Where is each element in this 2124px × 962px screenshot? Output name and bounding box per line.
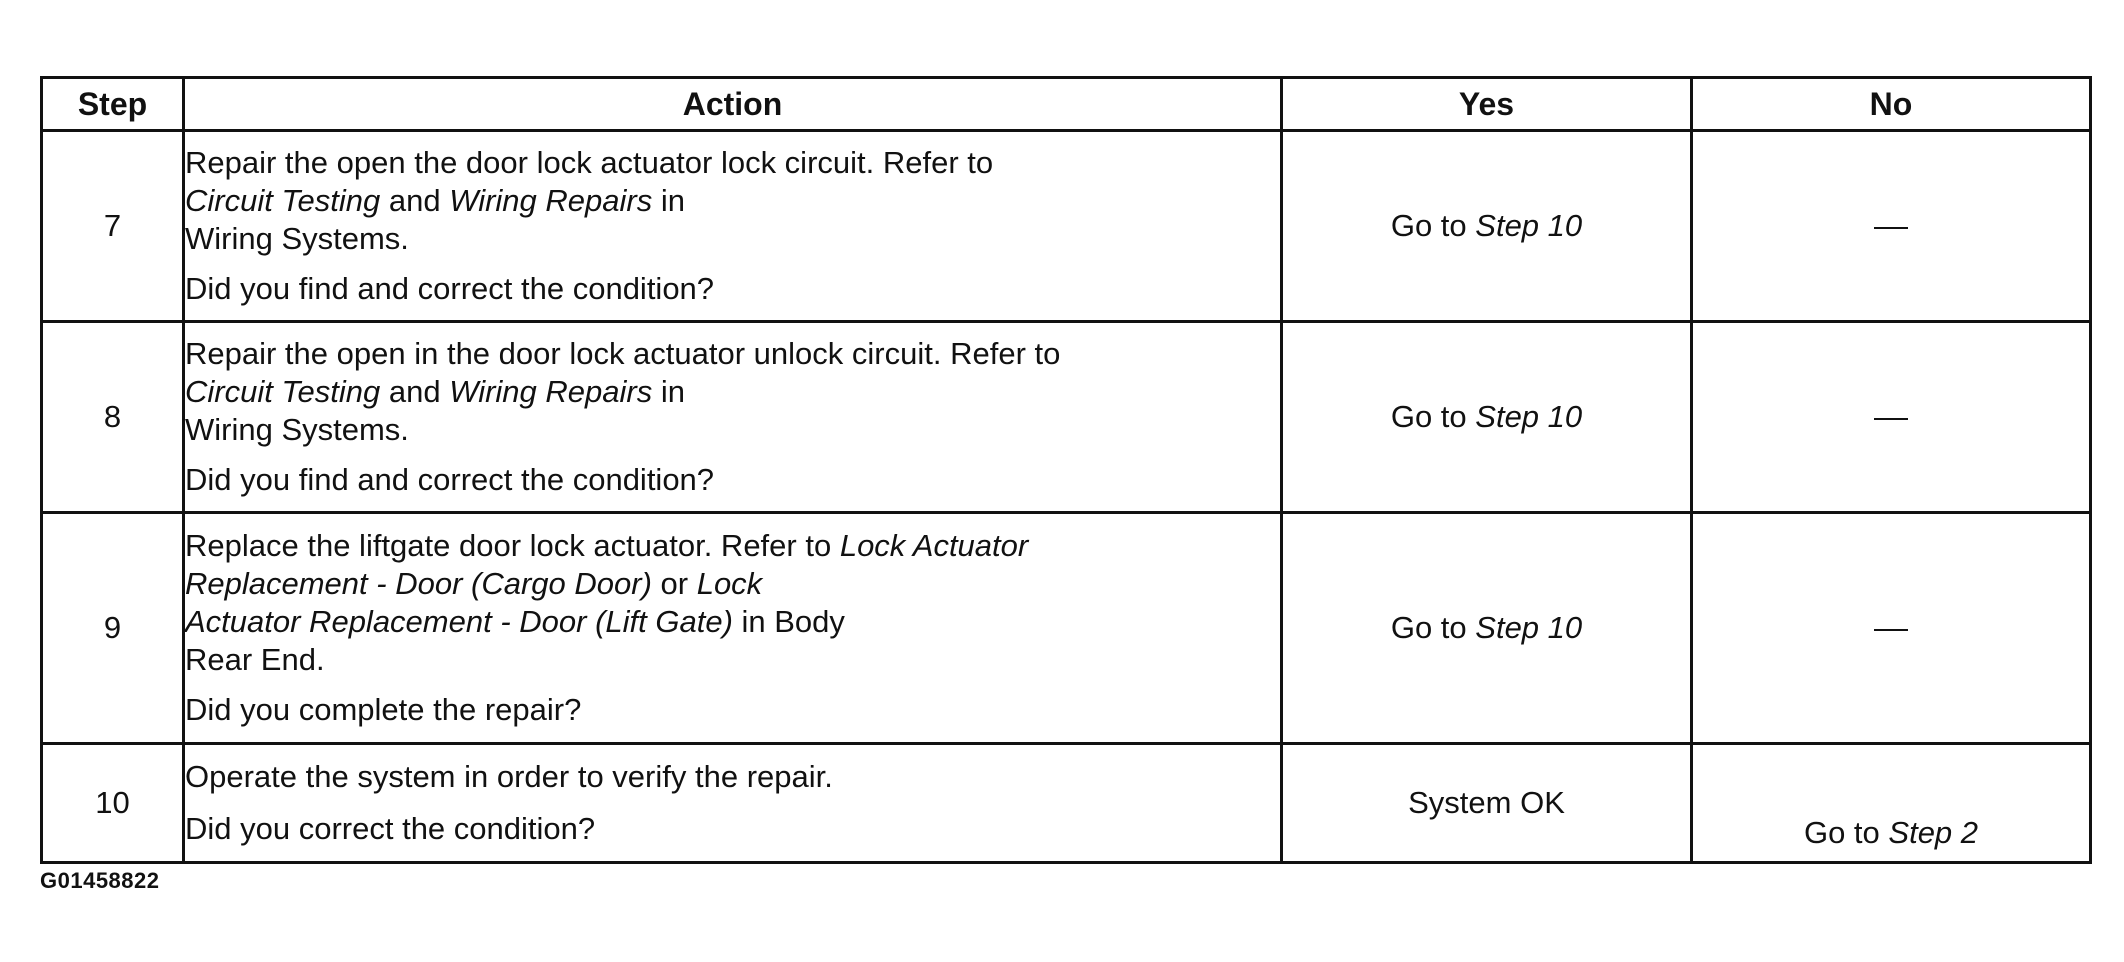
instruction-text: Repair the open the door lock actuator l… xyxy=(185,144,1280,258)
reference-wiring-repairs: Wiring Repairs xyxy=(449,374,653,409)
yes-cell: Go to Step 10 xyxy=(1280,129,1693,323)
question-text: Did you complete the repair? xyxy=(185,692,582,727)
reference-lift-gate: Actuator Replacement - Door (Lift Gate) xyxy=(185,604,733,639)
reference-cargo-door: Replacement - Door (Cargo Door) xyxy=(185,566,652,601)
instruction-segment: Repair the open in the door lock actuato… xyxy=(185,336,1061,371)
yes-step-link: Step 10 xyxy=(1475,399,1583,434)
table-row: 10 Operate the system in order to verify… xyxy=(40,742,2092,864)
figure-id: G01458822 xyxy=(40,868,160,893)
yes-step-link: Step 10 xyxy=(1475,208,1583,243)
instruction-segment: Operate the system in order to verify th… xyxy=(185,759,833,794)
instruction-segment: in xyxy=(652,374,685,409)
header-action: Action xyxy=(182,76,1283,132)
no-cell xyxy=(1690,320,2092,514)
action-cell: Repair the open the door lock actuator l… xyxy=(182,129,1283,323)
instruction-segment: Replace the liftgate door lock actuator.… xyxy=(185,528,840,563)
diagnostic-table: Step Action Yes No 7 Repair the open the… xyxy=(40,76,2092,864)
reference-circuit-testing: Circuit Testing xyxy=(185,183,381,218)
no-step-link: Step 2 xyxy=(1888,815,1979,850)
no-cell: Go to Step 2 xyxy=(1690,742,2092,864)
yes-prefix: Go to xyxy=(1390,208,1476,243)
table-row: 7 Repair the open the door lock actuator… xyxy=(40,129,2092,323)
header-row: Step Action Yes No xyxy=(40,76,2092,132)
header-step: Step xyxy=(40,76,185,132)
instruction-segment: Repair the open the door lock actuator l… xyxy=(185,145,994,180)
instruction-segment: Rear End. xyxy=(185,642,325,677)
instruction-segment: Wiring Systems. xyxy=(185,412,409,447)
reference-wiring-repairs: Wiring Repairs xyxy=(449,183,653,218)
yes-prefix: Go to xyxy=(1390,399,1476,434)
action-cell: Repair the open in the door lock actuato… xyxy=(182,320,1283,514)
step-number: 10 xyxy=(40,742,185,864)
instruction-segment: in xyxy=(652,183,685,218)
instruction-segment: and xyxy=(380,183,450,218)
no-dash xyxy=(1874,226,1908,229)
yes-cell: Go to Step 10 xyxy=(1280,320,1693,514)
reference-lock: Lock xyxy=(696,566,763,601)
step-number: 9 xyxy=(40,511,185,745)
instruction-text: Operate the system in order to verify th… xyxy=(185,758,1280,796)
yes-result: System OK xyxy=(1408,785,1565,820)
question-text: Did you find and correct the condition? xyxy=(185,462,715,497)
reference-lock-actuator: Lock Actuator xyxy=(839,528,1029,563)
question-text: Did you correct the condition? xyxy=(185,811,596,846)
yes-cell: System OK xyxy=(1280,742,1693,864)
action-cell: Replace the liftgate door lock actuator.… xyxy=(182,511,1283,745)
header-no: No xyxy=(1690,76,2092,132)
yes-prefix: Go to xyxy=(1390,610,1476,645)
question-text: Did you find and correct the condition? xyxy=(185,271,715,306)
yes-step-link: Step 10 xyxy=(1475,610,1583,645)
instruction-segment: Wiring Systems. xyxy=(185,221,409,256)
header-yes: Yes xyxy=(1280,76,1693,132)
instruction-text: Replace the liftgate door lock actuator.… xyxy=(185,527,1280,679)
instruction-segment: and xyxy=(380,374,450,409)
step-number: 8 xyxy=(40,320,185,514)
instruction-segment: or xyxy=(651,566,697,601)
no-prefix: Go to xyxy=(1803,815,1889,850)
instruction-text: Repair the open in the door lock actuato… xyxy=(185,335,1280,449)
no-dash xyxy=(1874,628,1908,631)
reference-circuit-testing: Circuit Testing xyxy=(185,374,381,409)
step-number: 7 xyxy=(40,129,185,323)
no-dash xyxy=(1874,417,1908,420)
no-cell xyxy=(1690,511,2092,745)
yes-cell: Go to Step 10 xyxy=(1280,511,1693,745)
table-row: 8 Repair the open in the door lock actua… xyxy=(40,320,2092,514)
table-row: 9 Replace the liftgate door lock actuato… xyxy=(40,511,2092,745)
action-cell: Operate the system in order to verify th… xyxy=(182,742,1283,864)
no-cell xyxy=(1690,129,2092,323)
instruction-segment: in Body xyxy=(732,604,845,639)
